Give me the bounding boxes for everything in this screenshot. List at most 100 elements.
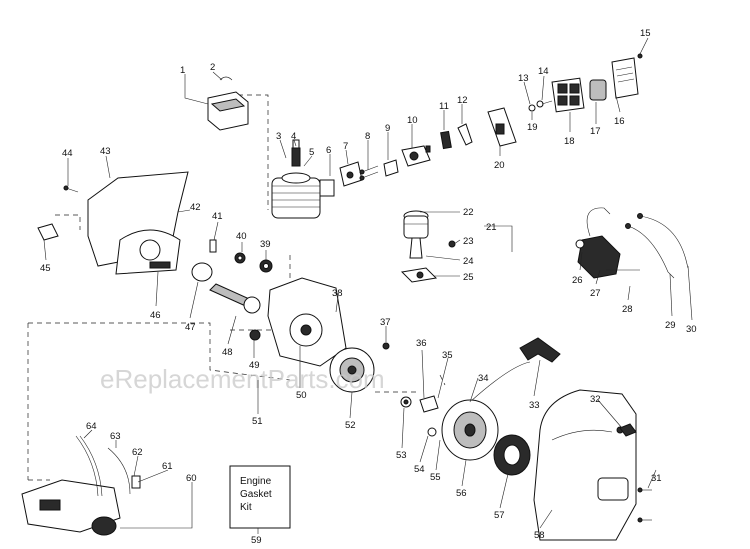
callout-10: 10 [407, 115, 418, 126]
part-screws-31 [637, 487, 652, 523]
callout-56: 56 [456, 488, 467, 499]
callout-57: 57 [494, 510, 505, 521]
part-insulator-block [339, 161, 363, 187]
part-flywheel [329, 347, 375, 393]
callout-51: 51 [252, 416, 263, 427]
part-pawl-36 [419, 395, 439, 413]
part-cylinder [271, 172, 321, 219]
callout-19: 19 [527, 122, 538, 133]
part-carburetor [401, 145, 431, 167]
callout-40: 40 [236, 231, 247, 242]
part-filter-screen [551, 77, 585, 113]
callout-27: 27 [590, 288, 601, 299]
callout-31: 31 [651, 473, 662, 484]
callout-38: 38 [332, 288, 343, 299]
callout-6: 6 [326, 145, 331, 156]
callout-45: 45 [40, 263, 51, 274]
gasket-kit-line3: Kit [240, 502, 252, 513]
part-starter-housing [533, 389, 637, 541]
callout-14: 14 [538, 66, 549, 77]
callout-53: 53 [396, 450, 407, 461]
callout-34: 34 [478, 373, 489, 384]
callout-32: 32 [590, 394, 601, 405]
callout-22: 22 [463, 207, 474, 218]
part-fuel-tank-housing [87, 171, 189, 275]
part-fuel-lines-63-64 [75, 435, 131, 497]
part-choke-lever [457, 123, 473, 146]
part-gasket-25 [400, 267, 438, 283]
part-screw-13-14-19 [528, 100, 553, 112]
part-intake-gasket [319, 179, 335, 197]
callout-48: 48 [222, 347, 233, 358]
callout-28: 28 [622, 304, 633, 315]
callout-5: 5 [309, 147, 314, 158]
callout-4: 4 [291, 131, 296, 142]
part-starter-pulley [441, 399, 499, 461]
part-air-filter [589, 79, 607, 101]
callout-numbers: 1 2 3 4 5 6 7 8 9 10 11 12 13 14 15 16 1… [40, 28, 697, 546]
part-carburetor-gasket [383, 159, 399, 177]
callout-35: 35 [442, 350, 453, 361]
part-crankcase [267, 277, 347, 367]
part-bolt-44 [63, 185, 79, 193]
callout-46: 46 [150, 310, 161, 321]
callout-33: 33 [529, 400, 540, 411]
part-grip-32 [619, 423, 637, 437]
callout-61: 61 [162, 461, 173, 472]
callout-21: 21 [486, 222, 497, 233]
callout-12: 12 [457, 95, 468, 106]
part-air-filter-cover [611, 53, 643, 99]
callout-62: 62 [132, 447, 143, 458]
callout-13: 13 [518, 73, 529, 84]
part-ignition-coil [575, 207, 640, 279]
part-air-filter-gasket [440, 130, 452, 150]
part-spring-57 [493, 434, 531, 476]
gasket-kit-line2: Gasket [240, 489, 272, 500]
callout-30: 30 [686, 324, 697, 335]
callout-25: 25 [463, 272, 474, 283]
callout-23: 23 [463, 236, 474, 247]
callout-44: 44 [62, 148, 73, 159]
part-washer-53-54 [400, 396, 437, 437]
part-wire-29 [625, 223, 675, 279]
callout-64: 64 [86, 421, 97, 432]
callout-47: 47 [185, 322, 196, 333]
callout-58: 58 [534, 530, 545, 541]
part-starter-rope [469, 361, 531, 403]
part-spark-plug [291, 139, 301, 167]
callout-18: 18 [564, 136, 575, 147]
part-nut-37 [382, 342, 390, 350]
callout-3: 3 [276, 131, 281, 142]
callout-37: 37 [380, 317, 391, 328]
callout-17: 17 [590, 126, 601, 137]
part-fuel-filter-62 [131, 475, 141, 489]
callout-26: 26 [572, 275, 583, 286]
part-muffler-cover [207, 91, 249, 131]
callout-1: 1 [180, 65, 185, 76]
part-piston [403, 210, 456, 259]
gasket-kit-line1: Engine [240, 476, 272, 487]
engine-gasket-kit-box: Engine Gasket Kit [229, 465, 291, 534]
callout-9: 9 [385, 123, 390, 134]
part-mount-block-60 [21, 479, 121, 536]
callout-leader-lines [43, 37, 693, 529]
callout-24: 24 [463, 256, 474, 267]
part-wire-30 [637, 213, 689, 269]
callout-41: 41 [212, 211, 223, 222]
callout-54: 54 [414, 464, 425, 475]
callout-59: 59 [251, 535, 262, 546]
callout-39: 39 [260, 239, 271, 250]
callout-60: 60 [186, 473, 197, 484]
callout-49: 49 [249, 360, 260, 371]
callout-20: 20 [494, 160, 505, 171]
part-bearing-49 [249, 329, 261, 341]
callout-15: 15 [640, 28, 651, 39]
callout-36: 36 [416, 338, 427, 349]
watermark: eReplacementParts.com [100, 364, 385, 394]
part-crankshaft [209, 283, 261, 314]
callout-50: 50 [296, 390, 307, 401]
part-starter-handle [519, 337, 561, 363]
callout-7: 7 [343, 141, 348, 152]
callout-63: 63 [110, 431, 121, 442]
